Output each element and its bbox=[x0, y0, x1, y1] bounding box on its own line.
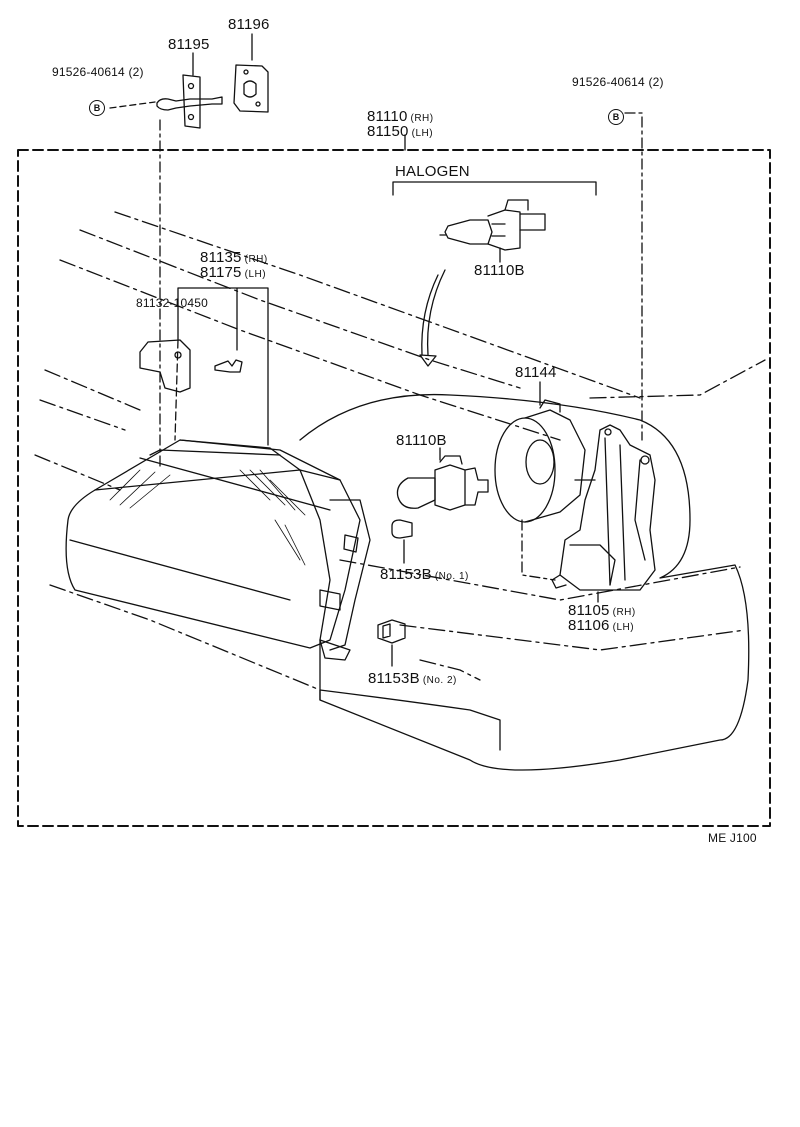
body-phantom-line-4 bbox=[44, 369, 141, 411]
headlamp-lens-hatching bbox=[109, 469, 306, 566]
halogen-bulb-drawing bbox=[439, 199, 546, 251]
screw-81135-drawing bbox=[214, 359, 243, 373]
bumper-lower-edge bbox=[319, 689, 501, 751]
label-81175-lh: 81175(LH) bbox=[200, 264, 267, 281]
wedge-bulb-no1-drawing bbox=[391, 519, 413, 539]
install-arrow bbox=[421, 269, 446, 356]
halogen-bracket bbox=[392, 181, 597, 196]
body-phantom-line-8 bbox=[339, 559, 741, 601]
label-81106-lh: 81106(LH) bbox=[568, 617, 635, 634]
leader-81132 bbox=[174, 339, 179, 441]
body-phantom-line-3 bbox=[59, 259, 561, 441]
label-91526-right: 91526-40614 (2) bbox=[572, 75, 664, 89]
label-81105-rh: 81105(RH) bbox=[568, 602, 636, 619]
body-phantom-line-5 bbox=[39, 399, 126, 431]
assembly-boundary bbox=[17, 149, 771, 827]
body-phantom-line-7 bbox=[49, 584, 321, 691]
bumper-outline bbox=[299, 393, 750, 771]
label-81195: 81195 bbox=[168, 36, 210, 53]
label-91526-left: 91526-40614 (2) bbox=[52, 65, 144, 79]
marker-b-left: B bbox=[89, 100, 105, 116]
housing-81105-drawing bbox=[551, 424, 656, 591]
bracket-81132-drawing bbox=[139, 339, 191, 393]
bracket-81196-drawing bbox=[233, 64, 269, 113]
body-phantom-line-6 bbox=[34, 454, 121, 491]
label-halogen: HALOGEN bbox=[395, 163, 470, 180]
label-81144: 81144 bbox=[515, 364, 557, 381]
body-phantom-line-1 bbox=[114, 211, 641, 399]
label-81150-lh: 81150(LH) bbox=[367, 123, 434, 140]
reflector-81144-drawing bbox=[494, 399, 586, 523]
leader-91526-left bbox=[109, 101, 156, 109]
label-81153b-no1: 81153B(No. 1) bbox=[380, 566, 469, 583]
label-81110b-halogen: 81110B bbox=[474, 262, 525, 279]
bracket-81135-line bbox=[177, 287, 269, 446]
label-81196: 81196 bbox=[228, 16, 270, 33]
socket-no2-drawing bbox=[377, 619, 406, 644]
label-81110b-bulb: 81110B bbox=[396, 432, 447, 449]
headlamp-unit-drawing bbox=[65, 439, 371, 661]
label-81135-rh: 81135(RH) bbox=[200, 249, 268, 266]
leader-91526-right bbox=[624, 112, 643, 441]
bulb-81110b-drawing bbox=[396, 455, 489, 511]
screw-81195-drawing bbox=[156, 74, 223, 129]
diagram-code: ME J100 bbox=[708, 831, 757, 845]
body-phantom-line-10 bbox=[589, 359, 766, 399]
marker-b-right: B bbox=[608, 109, 624, 125]
body-phantom-line-2 bbox=[79, 229, 521, 389]
body-phantom-line-9 bbox=[399, 624, 746, 651]
label-81153b-no2: 81153B(No. 2) bbox=[368, 670, 457, 687]
label-81110-rh: 81110(RH) bbox=[367, 108, 434, 125]
label-81132: 81132-10450 bbox=[136, 296, 209, 310]
